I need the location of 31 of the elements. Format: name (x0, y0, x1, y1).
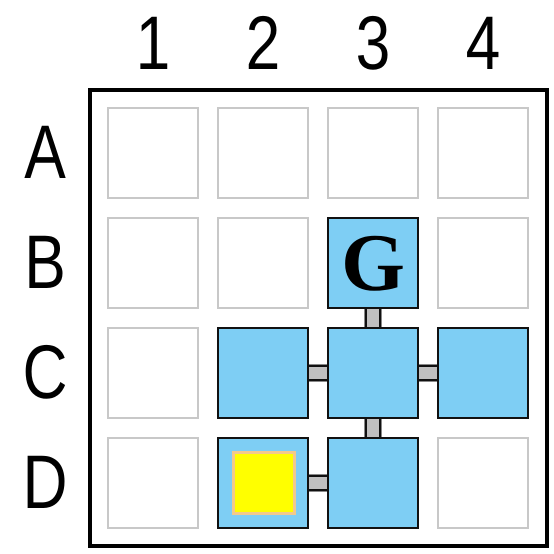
grid-cell (107, 217, 199, 309)
highlighted-cell (327, 327, 419, 419)
connector-bar (309, 364, 327, 382)
row-letter: D (22, 445, 68, 521)
column-number: 3 (354, 6, 392, 82)
connector-bar (364, 309, 382, 327)
connector-bar (419, 364, 437, 382)
grid-cell (327, 107, 419, 199)
row-letter: B (23, 225, 67, 301)
column-number: 2 (244, 6, 282, 82)
highlighted-cell (217, 437, 309, 529)
grid-cell (437, 107, 529, 199)
column-number: 1 (134, 6, 172, 82)
grid-cell (107, 437, 199, 529)
highlighted-cell (327, 217, 419, 309)
grid-cell (437, 437, 529, 529)
cell-letter: G (341, 222, 405, 304)
connector-bar (309, 474, 327, 492)
square-token (232, 451, 296, 515)
grid-cell (107, 327, 199, 419)
connector-bar (364, 419, 382, 437)
highlighted-cell (217, 327, 309, 419)
grid-cell (217, 107, 309, 199)
grid-cell (217, 217, 309, 309)
grid-cell (437, 217, 529, 309)
grid-cell (107, 107, 199, 199)
row-letter: A (23, 115, 67, 191)
highlighted-cell (437, 327, 529, 419)
row-letter: C (22, 335, 68, 411)
highlighted-cell (327, 437, 419, 529)
column-number: 4 (464, 6, 502, 82)
